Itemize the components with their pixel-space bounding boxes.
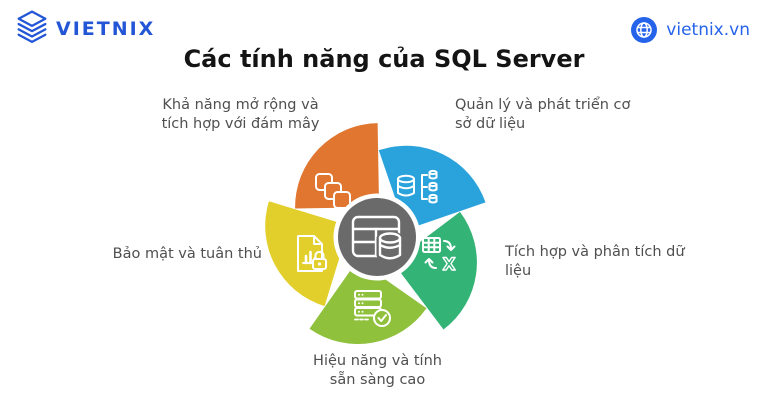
svg-text:X: X — [442, 255, 455, 275]
globe-icon — [631, 17, 658, 43]
segment-label-cloud-scalability: Khả năng mở rộng và tích hợp với đám mây — [161, 97, 320, 133]
segment-security — [265, 201, 350, 307]
segment-label-data-integration: Tích hợp và phân tích dữ liệu — [505, 244, 685, 280]
sql-table-database-icon — [351, 215, 404, 262]
segment-performance — [309, 260, 427, 345]
segment-label-security: Bảo mật và tuân thủ — [112, 246, 262, 262]
database-tree-icon — [397, 169, 438, 204]
document-lock-icon — [297, 235, 327, 272]
table-export-icon: X — [422, 237, 456, 276]
site-link[interactable]: vietnix.vn — [631, 17, 750, 43]
segment-label-performance: Hiệu năng và tính sẵn sàng cao — [313, 353, 442, 389]
vietnix-logo-icon — [17, 10, 47, 43]
sql-features-pinwheel: X — [265, 123, 486, 345]
stacked-squares-icon — [315, 173, 351, 209]
vietnix-logo[interactable]: VIETNIX — [16, 9, 155, 48]
page-title: Các tính năng của SQL Server — [183, 45, 585, 73]
server-check-icon — [354, 290, 391, 327]
site-url: vietnix.vn — [666, 20, 750, 40]
segment-data-integration — [392, 211, 477, 330]
vietnix-logo-text: VIETNIX — [56, 17, 156, 40]
segment-label-database-management: Quản lý và phát triển cơ sở dữ liệu — [455, 97, 631, 133]
